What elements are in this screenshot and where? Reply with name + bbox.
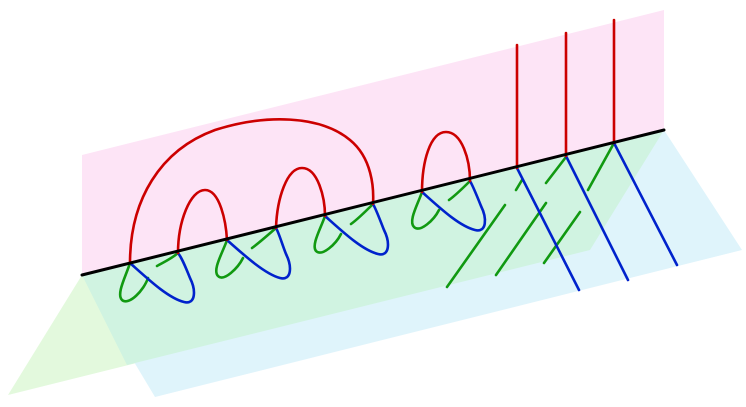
green-line-6 xyxy=(586,141,616,192)
green-loop-1b xyxy=(155,251,180,268)
green-line-1 xyxy=(445,203,507,289)
green-loop-4 xyxy=(410,190,441,230)
back-half-plane xyxy=(82,10,664,275)
red-big-arch xyxy=(128,118,375,265)
green-loop-1 xyxy=(118,261,150,303)
overlap-region xyxy=(82,130,664,365)
blue-loop-2 xyxy=(225,226,292,280)
blue-loop-4 xyxy=(420,179,487,232)
green-loop-3 xyxy=(313,214,343,254)
green-loop-3b xyxy=(349,202,375,226)
green-line-3 xyxy=(494,201,548,277)
green-line-5 xyxy=(542,210,582,265)
green-line-2 xyxy=(514,178,524,192)
blue-line-3 xyxy=(612,141,679,267)
red-arch-2 xyxy=(274,166,327,230)
blue-line-1 xyxy=(515,166,581,292)
blue-line-2 xyxy=(564,154,630,282)
green-loop-2b xyxy=(250,226,278,250)
green-line-4 xyxy=(544,155,568,185)
blue-loop-3 xyxy=(323,202,390,256)
blue-strands xyxy=(128,141,679,304)
red-strands xyxy=(128,18,616,265)
red-arch-1 xyxy=(176,188,229,255)
green-loop-2 xyxy=(215,238,245,279)
binding-line xyxy=(80,128,666,277)
red-arch-3 xyxy=(420,130,472,194)
green-strands xyxy=(118,141,616,303)
green-loop-4b xyxy=(447,179,472,202)
blue-loop-1 xyxy=(128,251,196,304)
